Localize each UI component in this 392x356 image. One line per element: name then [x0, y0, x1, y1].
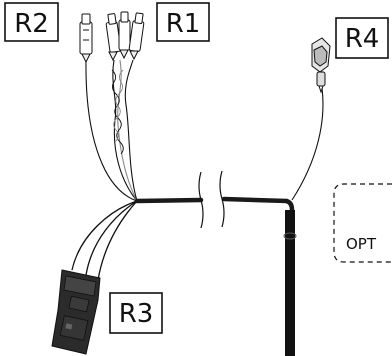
connector-r4	[311, 37, 331, 94]
upper-wires	[85, 59, 138, 202]
r3-wires	[71, 200, 138, 281]
main-cable	[134, 170, 297, 356]
opt-text: OPT	[346, 235, 377, 253]
label-r4-text: R4	[345, 24, 380, 54]
label-r1: R1	[156, 2, 210, 42]
connector-r1-pin-1	[105, 13, 122, 62]
label-r1-text: R1	[166, 9, 201, 39]
label-r2: R2	[4, 2, 59, 42]
label-r3: R3	[109, 292, 163, 334]
connector-r1-pin-3	[128, 12, 145, 61]
connector-r1-group	[105, 11, 145, 62]
opt-box: OPT	[333, 183, 392, 263]
label-r2-text: R2	[14, 9, 49, 39]
connector-r3	[51, 269, 101, 355]
r4-wire	[291, 87, 324, 201]
label-r3-text: R3	[119, 299, 154, 329]
label-r4: R4	[335, 17, 389, 59]
connector-r2	[79, 13, 93, 64]
connector-r1-pin-2	[118, 11, 131, 60]
